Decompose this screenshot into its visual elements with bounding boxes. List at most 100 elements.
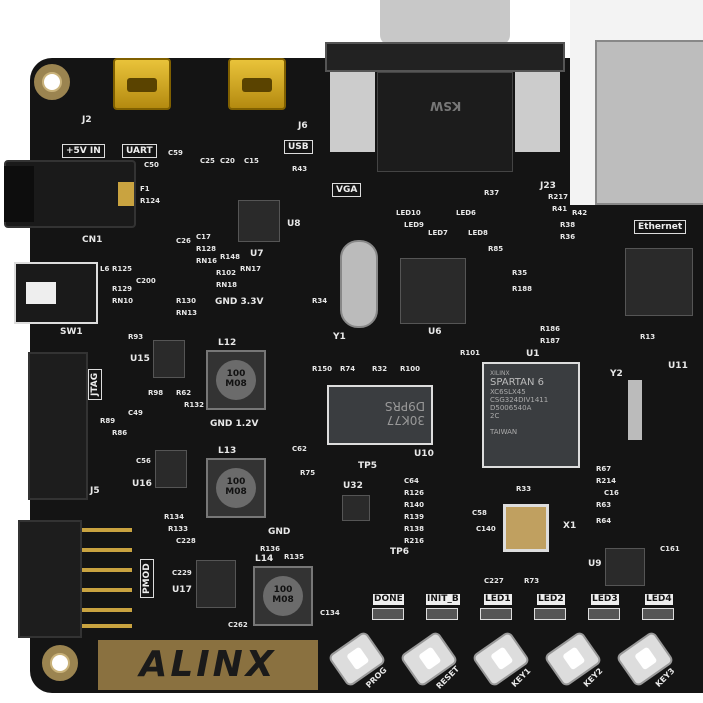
- refdes-r126: R126: [404, 489, 425, 497]
- tp5-label: TP5: [358, 461, 377, 471]
- chip-u8: [238, 200, 280, 242]
- inductor-l12: 100 M08: [206, 350, 266, 410]
- fpga-line-4: 2C: [490, 412, 500, 420]
- led1-label: LED1: [484, 594, 512, 605]
- j6-label: J6: [298, 121, 308, 131]
- led3-label: LED3: [591, 594, 619, 605]
- refdes-c228: C228: [176, 537, 196, 545]
- l13-value: 100 M08: [216, 468, 256, 508]
- refdes-r67: R67: [596, 465, 612, 473]
- ethernet-jack[interactable]: [595, 40, 703, 205]
- pmod-header[interactable]: [18, 520, 82, 638]
- ethernet-phy-chip: [625, 248, 693, 316]
- alinx-logo: ALINX: [98, 640, 318, 690]
- refdes-r74: R74: [340, 365, 356, 373]
- refdes-r36: R36: [560, 233, 576, 241]
- vga-connector[interactable]: KSW: [325, 0, 565, 180]
- refdes-c140: C140: [476, 525, 496, 533]
- refdes-r133: R133: [168, 525, 189, 533]
- refdes-r98: R98: [148, 389, 164, 397]
- refdes-r140: R140: [404, 501, 425, 509]
- refdes-r130: R130: [176, 297, 197, 305]
- refdes-led6: LED6: [456, 209, 476, 217]
- refdes-led10: LED10: [396, 209, 421, 217]
- j5-label: J5: [90, 486, 100, 496]
- sw1-label: SW1: [60, 327, 83, 337]
- led-4: [642, 608, 674, 620]
- u1-label: U1: [526, 349, 540, 359]
- refdes-r100: R100: [400, 365, 421, 373]
- refdes-r148: R148: [220, 253, 241, 261]
- refdes-rn17: RN17: [240, 265, 261, 273]
- uart-label: UART: [122, 144, 157, 158]
- refdes-led9: LED9: [404, 221, 424, 229]
- vga-plug-text: KSW: [430, 99, 462, 113]
- u11-label: U11: [668, 361, 688, 371]
- refdes-r187: R187: [540, 337, 561, 345]
- chip-u32: [342, 495, 370, 521]
- inductor-l14: 100 M08: [253, 566, 313, 626]
- refdes-r124: R124: [140, 197, 161, 205]
- tp6-label: TP6: [390, 547, 409, 557]
- ddr-text-1: D9PRS: [384, 399, 425, 413]
- inductor-l13: 100 M08: [206, 458, 266, 518]
- refdes-l6: L6: [100, 265, 110, 273]
- power-in-label: +5V IN: [62, 144, 105, 158]
- led-initb-label: INIT_B: [426, 594, 460, 605]
- refdes-r38: R38: [560, 221, 576, 229]
- refdes-r135: R135: [284, 553, 305, 561]
- refdes-rn10: RN10: [112, 297, 133, 305]
- refdes-r102: R102: [216, 269, 237, 277]
- power-jack[interactable]: [4, 160, 136, 228]
- u7-label: U7: [250, 249, 264, 259]
- fpga-chip: XILINX SPARTAN 6 XC6SLX45 CSG324DIV1411 …: [482, 362, 580, 468]
- l12-label: L12: [218, 338, 237, 348]
- j23-label: J23: [540, 181, 556, 191]
- l14-value: 100 M08: [263, 576, 303, 616]
- chip-u6: [400, 258, 466, 324]
- refdes-r217: R217: [548, 193, 569, 201]
- led-2: [534, 608, 566, 620]
- u17-label: U17: [172, 585, 192, 595]
- led-done: [372, 608, 404, 620]
- refdes-r125: R125: [112, 265, 133, 273]
- refdes-c200: C200: [136, 277, 156, 285]
- refdes-r64: R64: [596, 517, 612, 525]
- refdes-r85: R85: [488, 245, 504, 253]
- refdes-r43: R43: [292, 165, 308, 173]
- crystal-y1: [340, 240, 378, 328]
- mounting-hole: [42, 645, 78, 681]
- pmod-label: PMOD: [140, 559, 154, 598]
- refdes-c62: C62: [292, 445, 307, 453]
- led2-label: LED2: [537, 594, 565, 605]
- refdes-r134: R134: [164, 513, 185, 521]
- refdes-r101: R101: [460, 349, 481, 357]
- uart-usb-port[interactable]: [113, 58, 171, 110]
- ddr-memory-chip: D9PRS 30K77: [327, 385, 433, 445]
- refdes-r150: R150: [312, 365, 333, 373]
- led-initb: [426, 608, 458, 620]
- refdes-r136: R136: [260, 545, 281, 553]
- u10-label: U10: [414, 449, 434, 459]
- gnd-1v2-label: GND 1.2V: [210, 419, 259, 429]
- led-1: [480, 608, 512, 620]
- jtag-label: JTAG: [88, 368, 102, 400]
- refdes-c56: C56: [136, 457, 151, 465]
- refdes-led8: LED8: [468, 229, 488, 237]
- x1-label: X1: [563, 521, 577, 531]
- refdes-c64: C64: [404, 477, 419, 485]
- refdes-f1: F1: [140, 185, 150, 193]
- usb-port[interactable]: [228, 58, 286, 110]
- refdes-r73: R73: [524, 577, 540, 585]
- refdes-r63: R63: [596, 501, 612, 509]
- chip-u15: [153, 340, 185, 378]
- ddr-text-2: 30K77: [386, 413, 425, 427]
- refdes-r62: R62: [176, 389, 192, 397]
- refdes-c25: C25: [200, 157, 215, 165]
- jtag-header[interactable]: [28, 352, 88, 500]
- power-switch[interactable]: [14, 262, 98, 324]
- l14-label: L14: [255, 554, 274, 564]
- refdes-r34: R34: [312, 297, 328, 305]
- chip-u9: [605, 548, 645, 586]
- refdes-rn18: RN18: [216, 281, 237, 289]
